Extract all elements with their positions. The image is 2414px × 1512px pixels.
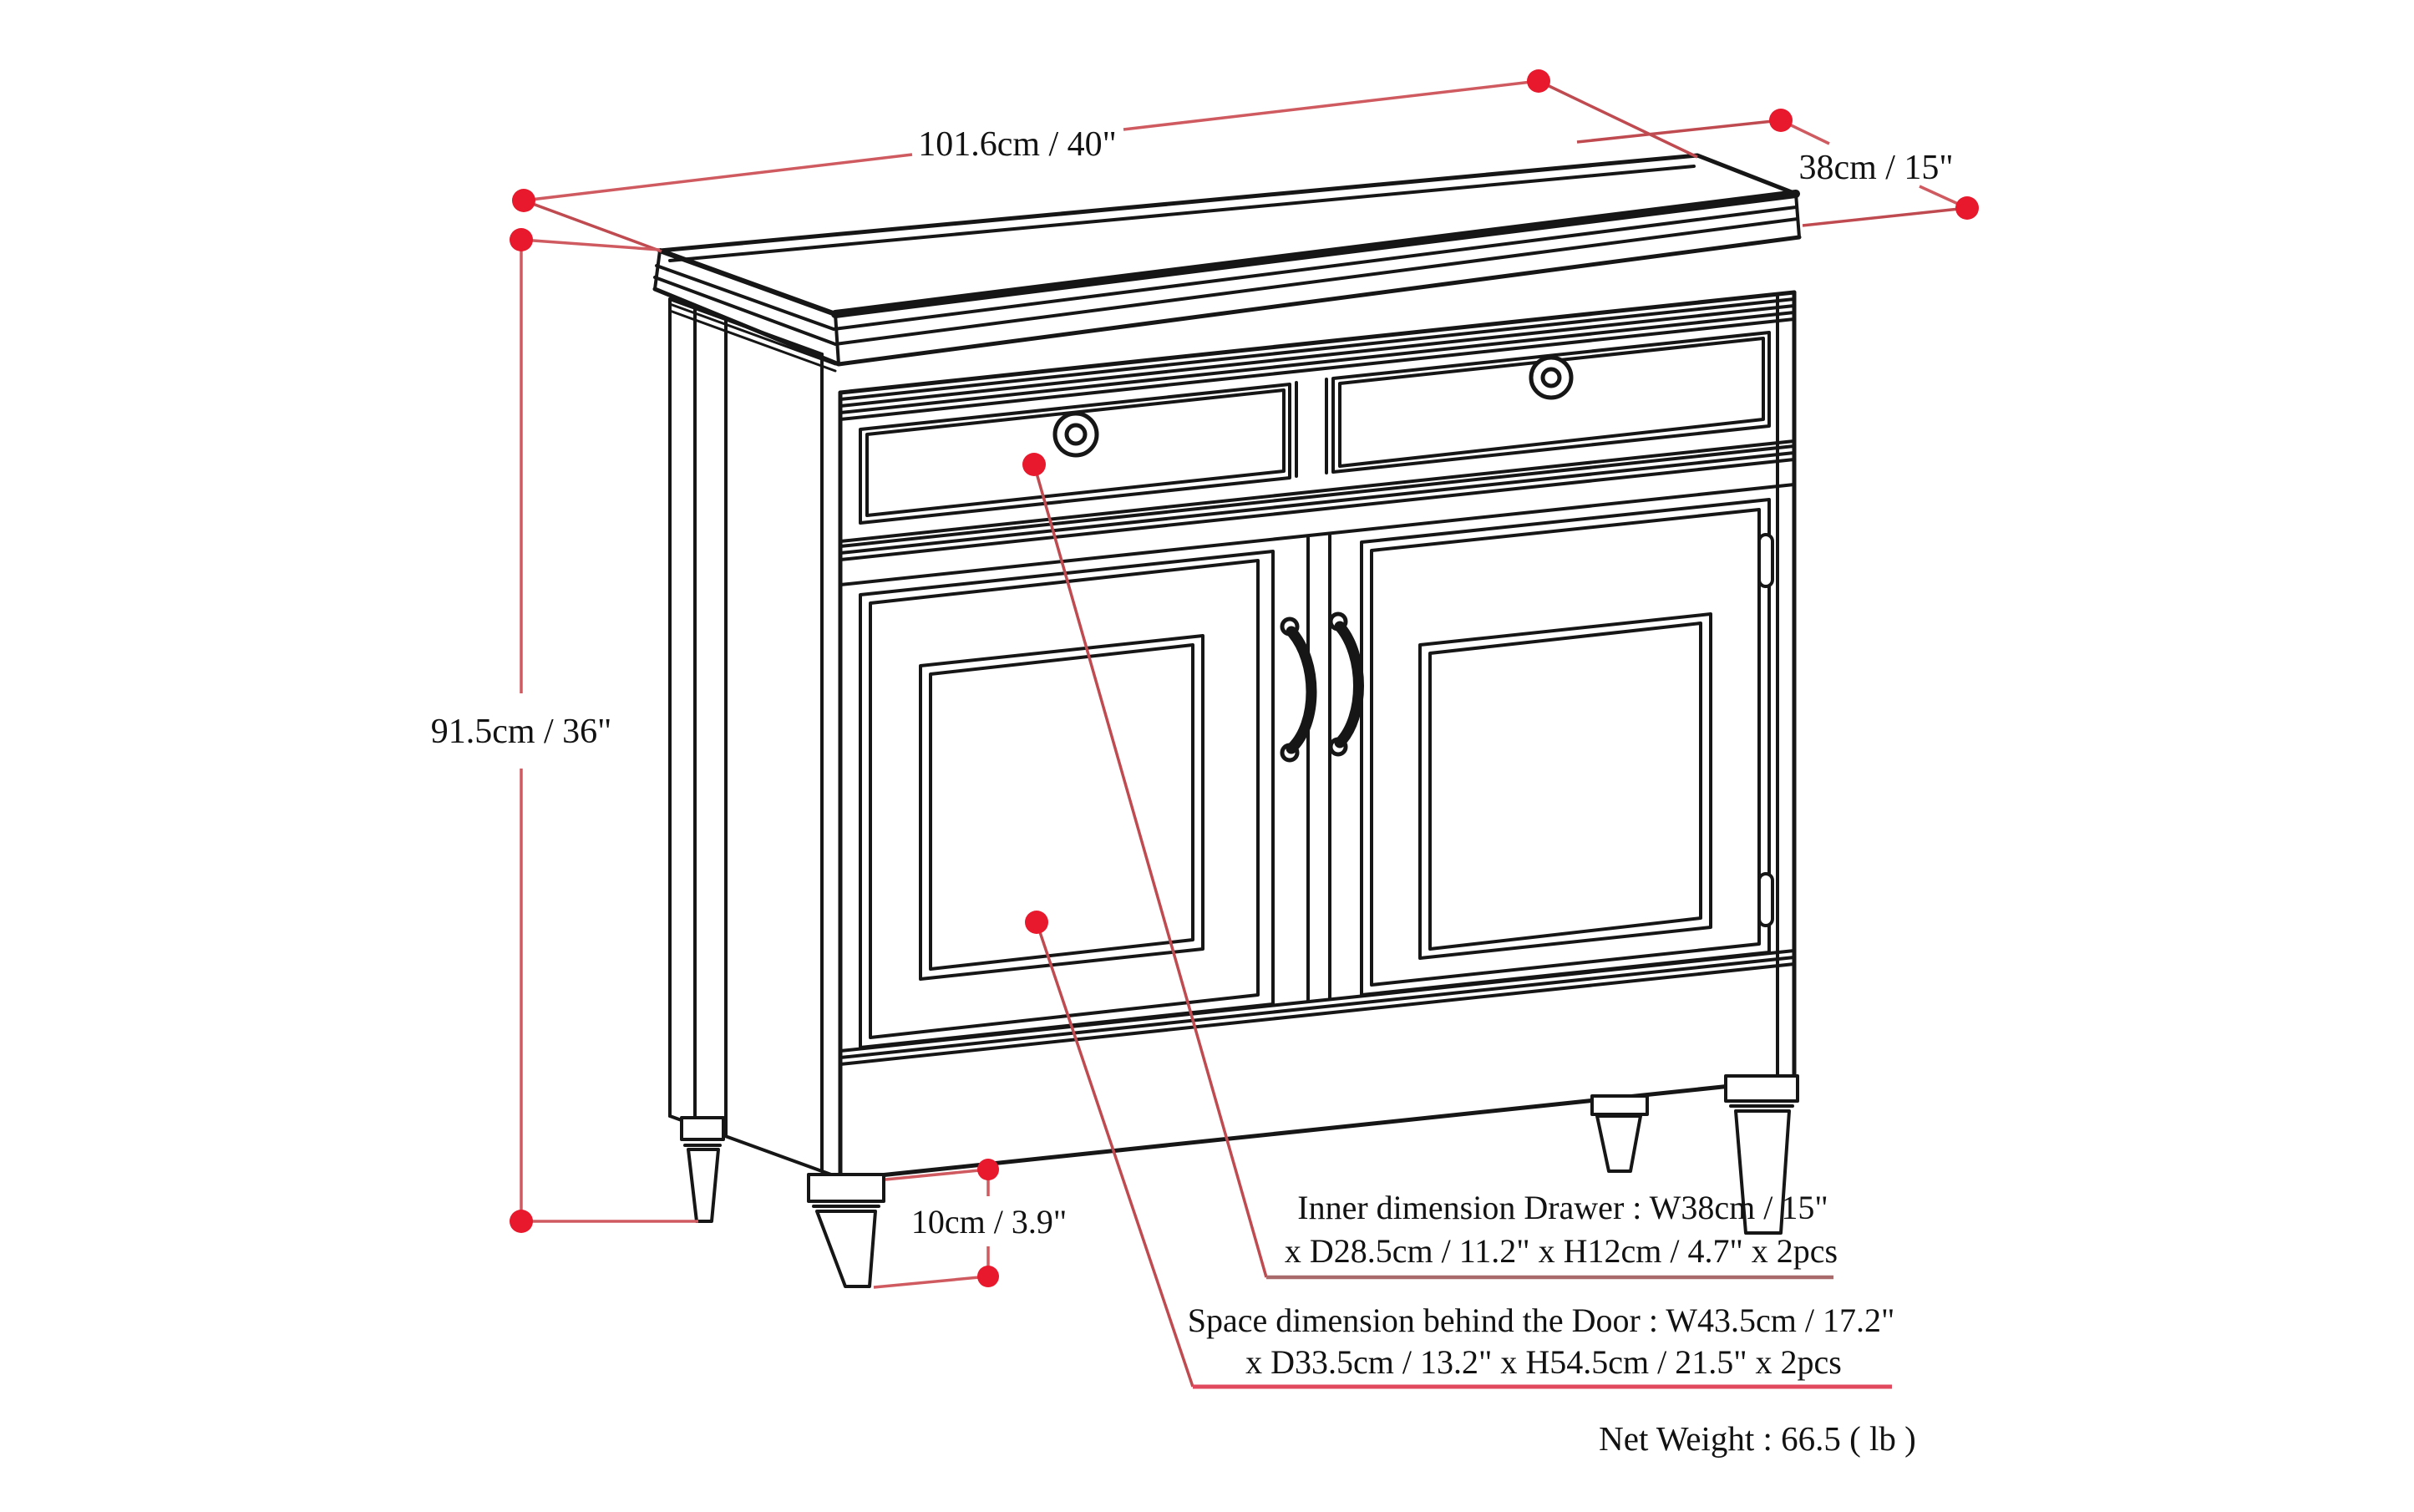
hatch-band-mid	[839, 444, 1796, 561]
door-handle-left	[1280, 616, 1317, 763]
dimension-marker-dot	[1769, 109, 1793, 132]
dimension-marker-dot	[512, 189, 535, 212]
dimension-leg-height	[873, 1159, 999, 1289]
drawer-knob-left	[1052, 411, 1099, 458]
net-weight-label: Net Weight : 66.5 ( lb )	[1599, 1419, 1916, 1458]
dimension-marker-dot	[977, 1266, 999, 1287]
dimension-marker-dot	[1022, 453, 1046, 476]
dimension-height	[510, 228, 698, 1233]
dimension-width	[512, 69, 1698, 253]
door-right	[1360, 498, 1771, 997]
dimension-depth-label: 38cm / 15"	[1798, 149, 1953, 187]
drawer-annotation-line-2: x D28.5cm / 11.2" x H12cm / 4.7" x 2pcs	[1285, 1232, 1838, 1270]
door-left	[859, 550, 1275, 1049]
leader-door	[1025, 911, 1892, 1389]
drawer-divider	[1295, 378, 1328, 478]
drawer-annotation-line-1: Inner dimension Drawer : W38cm / 15"	[1297, 1189, 1828, 1226]
door-annotation-line-1: Space dimension behind the Door : W43.5c…	[1188, 1301, 1895, 1339]
cabinet-left-side	[668, 297, 842, 1180]
hatch-band-top	[839, 297, 1796, 414]
door-annotation-line-2: x D33.5cm / 13.2" x H54.5cm / 21.5" x 2p…	[1245, 1343, 1842, 1381]
leg-front-left	[807, 1173, 885, 1288]
leg-front-right	[1724, 1074, 1799, 1235]
leg-back-left	[680, 1116, 725, 1223]
leg-back-right	[1590, 1094, 1649, 1173]
dimension-depth	[1576, 109, 1979, 227]
dimension-marker-dot	[1025, 911, 1048, 934]
door-hinge-bottom	[1757, 872, 1774, 927]
door-center-stile	[1306, 534, 1331, 1002]
leader-drawer	[1022, 453, 1833, 1280]
door-hinge-top	[1757, 533, 1774, 588]
dimension-height-label: 91.5cm / 36"	[431, 713, 612, 751]
dimension-marker-dot	[1955, 196, 1979, 220]
dimension-marker-dot	[510, 228, 533, 251]
cabinet-top	[652, 153, 1802, 367]
dimension-marker-dot	[1527, 69, 1550, 93]
dimension-marker-dot	[510, 1210, 533, 1233]
dimension-leg-height-label: 10cm / 3.9"	[911, 1203, 1067, 1241]
door-handle-right	[1328, 611, 1364, 757]
dimension-width-label: 101.6cm / 40"	[918, 125, 1117, 164]
drawer-right	[1331, 331, 1771, 474]
drawer-knob-right	[1529, 355, 1574, 400]
dimension-marker-dot	[977, 1159, 999, 1180]
cabinet-drawing	[652, 153, 1802, 1288]
